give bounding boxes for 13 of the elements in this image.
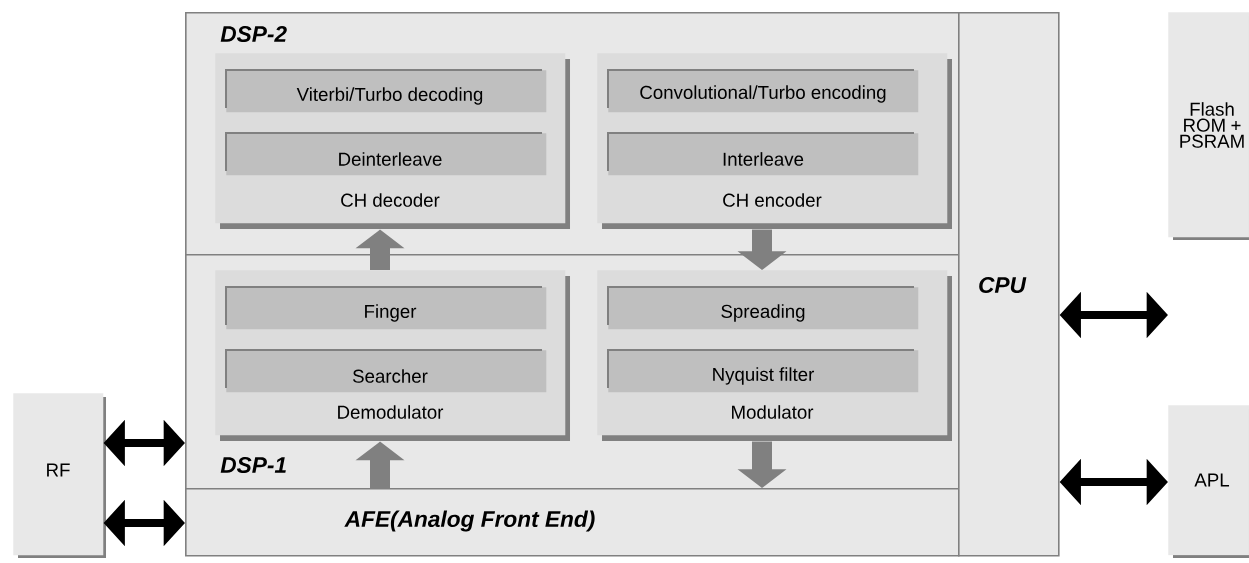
chip-box: APL: [1168, 405, 1249, 558]
function-box: Convolutional/Turbo encoding: [607, 69, 919, 113]
chip-region: CPU: [958, 12, 1060, 557]
function-box: Deinterleave: [225, 132, 547, 176]
function-box: Finger: [225, 286, 547, 330]
chip-box: RF: [13, 393, 106, 558]
function-box: Nyquist filter: [607, 349, 919, 393]
function-box: Viterbi/Turbo decoding: [225, 69, 547, 113]
chip-region: AFE(Analog Front End): [185, 488, 960, 557]
function-box: Spreading: [607, 286, 919, 330]
function-box: Interleave: [607, 132, 919, 176]
chip-box: Flash ROM + PSRAM: [1168, 12, 1249, 240]
function-box: Searcher: [225, 349, 547, 393]
